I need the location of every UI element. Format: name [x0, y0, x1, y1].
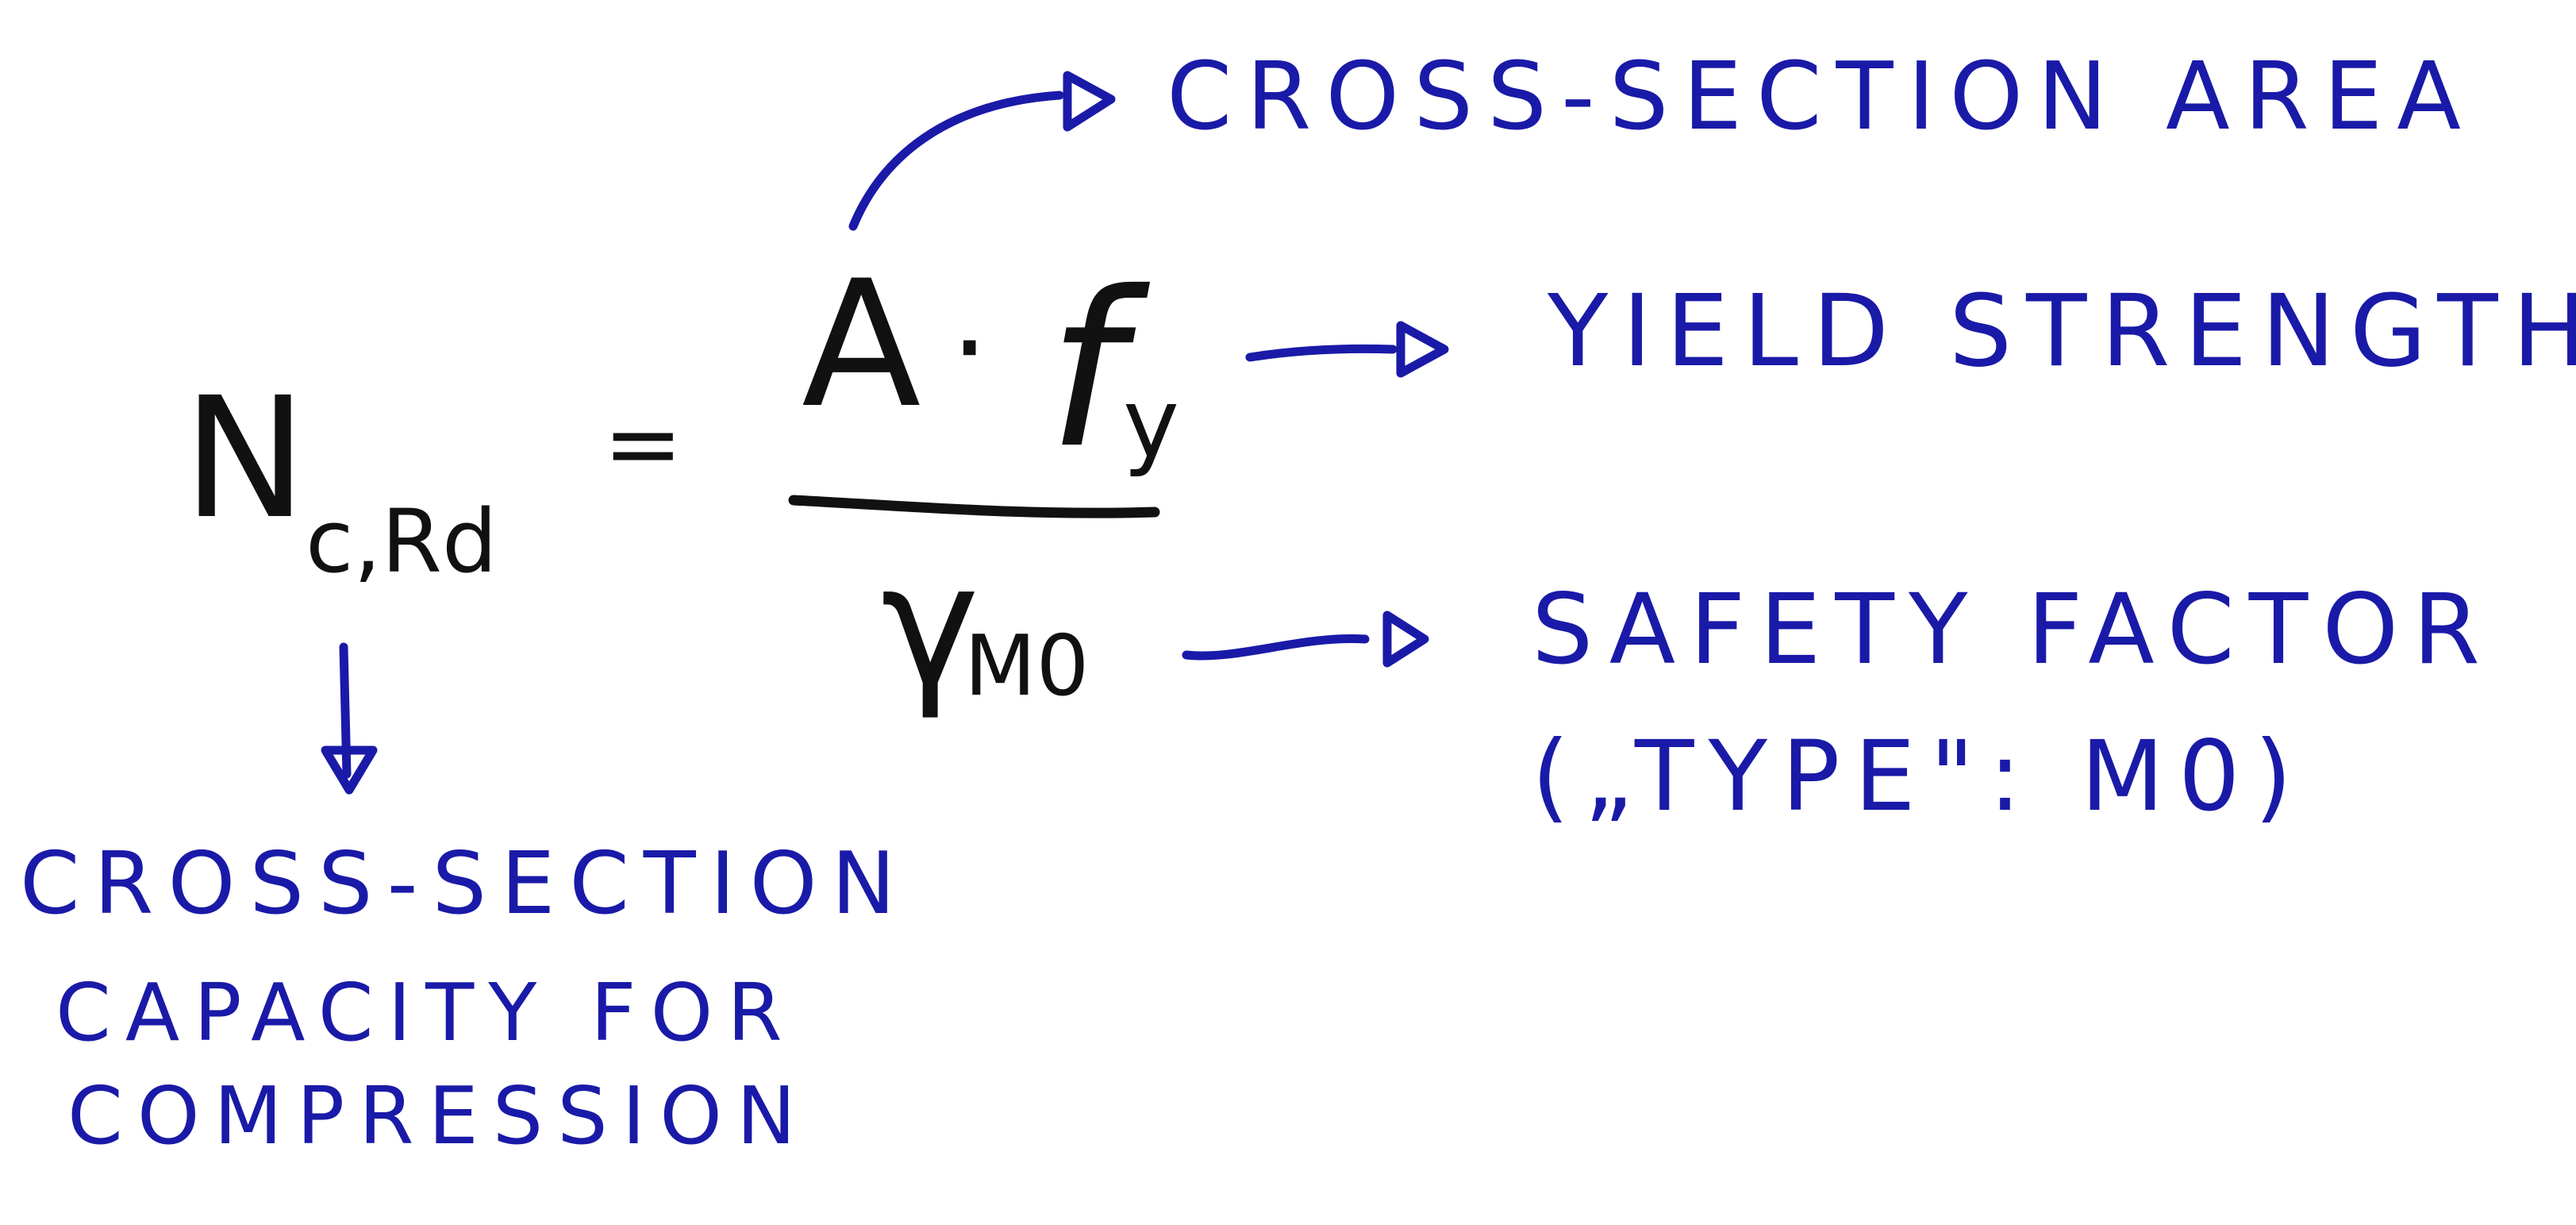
label-cross-section-area: CROSS-SECTION AREA — [1167, 41, 2475, 151]
safety-arrow-head — [1382, 611, 1429, 668]
label-yield-strength: YIELD STRENGTH — [1547, 274, 2576, 389]
label-safety-factor: SAFETY FACTOR — [1532, 573, 2494, 686]
annotation-labels: CROSS-SECTION AREA YIELD STRENGTH SAFETY… — [20, 41, 2576, 1162]
formula-strength-subscript: y — [1123, 369, 1179, 480]
formula-symbol-subscript: c,Rd — [306, 491, 498, 592]
yield-arrow-head — [1396, 321, 1449, 378]
label-capacity-line-2: CAPACITY FOR — [56, 966, 797, 1059]
capacity-arrow-line — [339, 642, 352, 779]
formula-safety-factor-subscript: M0 — [964, 618, 1089, 715]
formula-symbol-n: N — [183, 361, 307, 556]
formula-safety-factor-symbol: γ — [881, 528, 979, 722]
formula: N c,Rd = A · f y γ M0 — [183, 243, 1179, 722]
area-arrow-head — [1063, 71, 1116, 132]
yield-arrow-line — [1245, 344, 1398, 362]
formula-multiply-dot: · — [951, 279, 989, 418]
safety-arrow-line — [1182, 634, 1370, 661]
label-capacity-line-1: CROSS-SECTION — [20, 834, 909, 934]
formula-equals-sign: = — [603, 389, 683, 499]
formula-fraction-bar — [788, 495, 1160, 518]
formula-area-symbol: A — [802, 243, 921, 446]
label-safety-factor-type: („TYPE": M0) — [1532, 720, 2306, 833]
label-capacity-line-3: COMPRESSION — [67, 1069, 810, 1162]
area-arrow-line — [848, 91, 1064, 231]
capacity-arrow-head — [321, 745, 378, 795]
annotation-arrows — [321, 71, 1449, 795]
